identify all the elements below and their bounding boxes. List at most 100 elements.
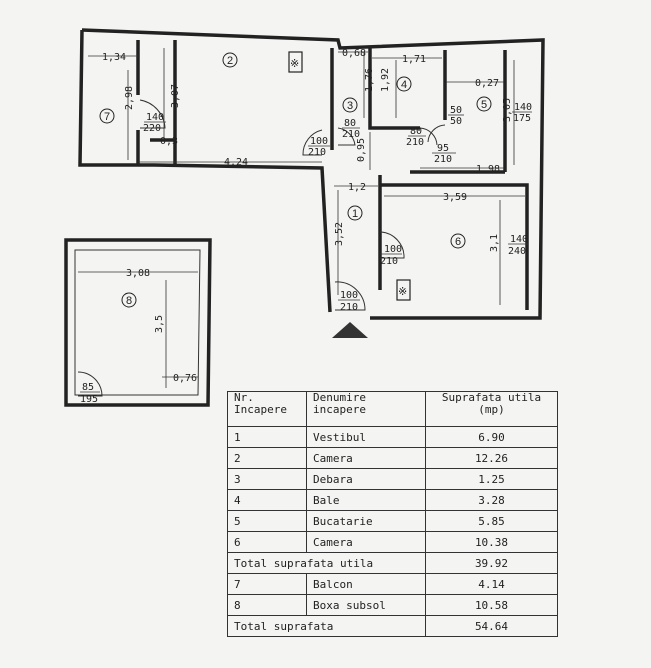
cell-name: Camera	[306, 447, 426, 469]
dimension-label: 2,98	[124, 86, 135, 110]
svg-text:195: 195	[80, 394, 98, 405]
svg-text:80: 80	[344, 118, 356, 129]
dimension-label: 0,68	[342, 48, 366, 59]
cell-area: 6.90	[425, 426, 558, 448]
dimension-label: 0,95	[356, 138, 367, 162]
cell-area: 5.85	[425, 510, 558, 532]
header-room-number: Nr. Incapere	[227, 391, 307, 427]
dimension-label: 3,1	[489, 234, 500, 252]
svg-text:※: ※	[290, 57, 299, 70]
dimension-label: 3,59	[443, 192, 467, 203]
cell-name: Bale	[306, 489, 426, 511]
dimension-label: 0,27	[475, 78, 499, 89]
room-number: 5	[481, 99, 487, 111]
storage-walls	[64, 238, 212, 407]
header-room-name: Denumire incapere	[306, 391, 426, 427]
svg-text:85: 85	[82, 382, 94, 393]
cell-nr: 3	[227, 468, 307, 490]
svg-text:※: ※	[398, 285, 407, 298]
entrance-arrow-icon	[332, 322, 368, 338]
total-label: Total suprafata	[227, 615, 426, 637]
svg-text:100: 100	[340, 290, 358, 301]
dimension-label: 1,76	[364, 68, 375, 92]
dimension-label: 3,05	[502, 98, 513, 122]
header-area: Suprafata utila (mp)	[425, 391, 558, 427]
svg-text:210: 210	[406, 137, 424, 148]
cell-nr: 6	[227, 531, 307, 553]
cell-nr: 1	[227, 426, 307, 448]
svg-text:80: 80	[410, 126, 422, 137]
cell-area: 10.38	[425, 531, 558, 553]
cell-nr: 5	[227, 510, 307, 532]
room-number: 2	[227, 55, 233, 67]
svg-text:210: 210	[380, 256, 398, 267]
cell-nr: 4	[227, 489, 307, 511]
total-useful-value: 39.92	[425, 552, 558, 574]
dimension-label: 3,08	[126, 268, 150, 279]
cell-nr: 8	[227, 594, 307, 616]
cell-name: Bucatarie	[306, 510, 426, 532]
room-number: 7	[104, 111, 110, 123]
total-useful-label: Total suprafata utila	[227, 552, 426, 574]
cell-name: Boxa subsol	[306, 594, 426, 616]
apartment-walls	[78, 28, 545, 320]
dimension-label: 4,24	[224, 157, 248, 168]
svg-text:210: 210	[434, 154, 452, 165]
svg-text:100: 100	[384, 244, 402, 255]
cell-area: 10.58	[425, 594, 558, 616]
room-number: 3	[347, 100, 353, 112]
svg-text:210: 210	[340, 302, 358, 313]
svg-text:140: 140	[146, 112, 164, 123]
cell-area: 4.14	[425, 573, 558, 595]
svg-text:140: 140	[514, 102, 532, 113]
cell-area: 3.28	[425, 489, 558, 511]
total-value: 54.64	[425, 615, 558, 637]
room-number: 8	[126, 295, 132, 307]
dimension-label: 1,2	[348, 182, 366, 193]
ventilation-icon: ※	[396, 279, 411, 301]
cell-name: Camera	[306, 531, 426, 553]
dimension-label: 3,52	[334, 222, 345, 246]
cell-nr: 7	[227, 573, 307, 595]
dimension-label: 1,98	[476, 164, 500, 175]
area-table: Nr. Incapere Denumire incapere Suprafata…	[227, 391, 558, 637]
svg-text:210: 210	[308, 147, 326, 158]
dimension-label: 0,3	[160, 136, 178, 147]
ventilation-icon: ※	[288, 51, 303, 73]
cell-name: Debara	[306, 468, 426, 490]
dimension-label: 0,76	[173, 373, 197, 384]
room-number: 6	[455, 236, 461, 248]
dimension-label: 1,34	[102, 52, 126, 63]
svg-text:50: 50	[450, 116, 462, 127]
table-header-row: Nr. Incapere Denumire incapere Suprafata…	[227, 391, 558, 427]
room-number: 4	[401, 79, 407, 91]
svg-text:140: 140	[510, 234, 528, 245]
cell-area: 1.25	[425, 468, 558, 490]
dimension-label: 1,92	[380, 68, 391, 92]
dimension-lines	[78, 48, 525, 388]
svg-text:220: 220	[143, 123, 161, 134]
cell-name: Balcon	[306, 573, 426, 595]
room-labels: 7 2 3 4 5 1 6 8	[99, 52, 492, 308]
svg-text:240: 240	[508, 246, 526, 257]
svg-text:210: 210	[342, 129, 360, 140]
dimension-label: 1,71	[402, 54, 426, 65]
cell-area: 12.26	[425, 447, 558, 469]
dimension-label: 3,07	[170, 84, 181, 108]
cell-nr: 2	[227, 447, 307, 469]
svg-text:175: 175	[513, 113, 531, 124]
svg-text:50: 50	[450, 105, 462, 116]
cell-name: Vestibul	[306, 426, 426, 448]
